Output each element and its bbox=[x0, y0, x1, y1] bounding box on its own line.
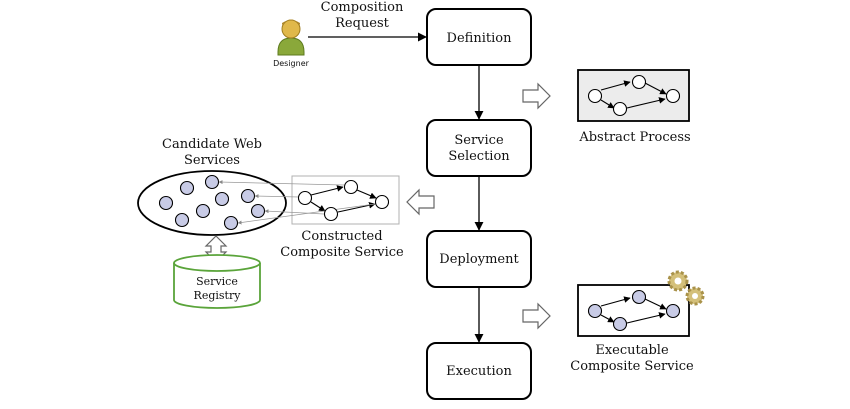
hollow-arrow-icon bbox=[522, 302, 551, 330]
gear-icon bbox=[667, 270, 705, 306]
designer-label: Designer bbox=[273, 59, 310, 68]
candidate-services-ellipse bbox=[137, 170, 287, 236]
stage-service-selection-label-2: Selection bbox=[448, 149, 510, 164]
abstract-process-label: Abstract Process bbox=[578, 130, 690, 145]
process-node bbox=[343, 179, 359, 195]
service-node bbox=[631, 289, 647, 305]
executable-service-graph bbox=[587, 289, 681, 332]
service-node bbox=[250, 203, 266, 219]
composition-request-label: Composition bbox=[321, 0, 404, 15]
service-node bbox=[587, 303, 603, 319]
stage-execution bbox=[426, 342, 532, 400]
process-node bbox=[665, 88, 681, 104]
service-registry-label-2: Registry bbox=[194, 289, 242, 302]
constructed-service-graph bbox=[218, 179, 390, 225]
service-node bbox=[204, 174, 220, 190]
process-node bbox=[374, 194, 390, 210]
service-node bbox=[223, 215, 239, 231]
constructed-service-label-2: Composite Service bbox=[280, 245, 404, 260]
stage-definition-label: Definition bbox=[447, 31, 513, 46]
process-node bbox=[631, 74, 647, 90]
executable-service-label: Executable bbox=[595, 343, 669, 358]
composition-request-label-2: Request bbox=[335, 16, 390, 31]
designer-person-icon bbox=[277, 19, 305, 56]
process-node bbox=[297, 190, 313, 206]
stage-execution-label: Execution bbox=[446, 364, 512, 379]
constructed-service-label: Constructed bbox=[301, 229, 382, 244]
candidate-services-label-2: Services bbox=[184, 153, 240, 168]
stage-service-selection-label: Service bbox=[454, 133, 504, 148]
service-node bbox=[612, 316, 628, 332]
service-node bbox=[174, 212, 190, 228]
hollow-arrow-icon bbox=[406, 188, 435, 216]
candidate-service-nodes bbox=[158, 174, 266, 231]
executable-service-label-2: Composite Service bbox=[570, 359, 694, 374]
service-node bbox=[665, 303, 681, 319]
service-node bbox=[214, 191, 230, 207]
stage-service-selection bbox=[426, 119, 532, 177]
service-registry-label: Service bbox=[196, 275, 238, 288]
process-node bbox=[612, 101, 628, 117]
candidate-services-label: Candidate Web bbox=[162, 137, 262, 152]
process-node bbox=[587, 88, 603, 104]
service-node bbox=[240, 188, 256, 204]
abstract-process-graph bbox=[587, 74, 681, 117]
stage-deployment-label: Deployment bbox=[439, 252, 519, 267]
service-node bbox=[158, 195, 174, 211]
service-node bbox=[179, 180, 195, 196]
service-registry-cylinder bbox=[173, 254, 261, 309]
service-node bbox=[195, 203, 211, 219]
hollow-arrow-icon bbox=[522, 82, 551, 110]
process-node bbox=[323, 206, 339, 222]
